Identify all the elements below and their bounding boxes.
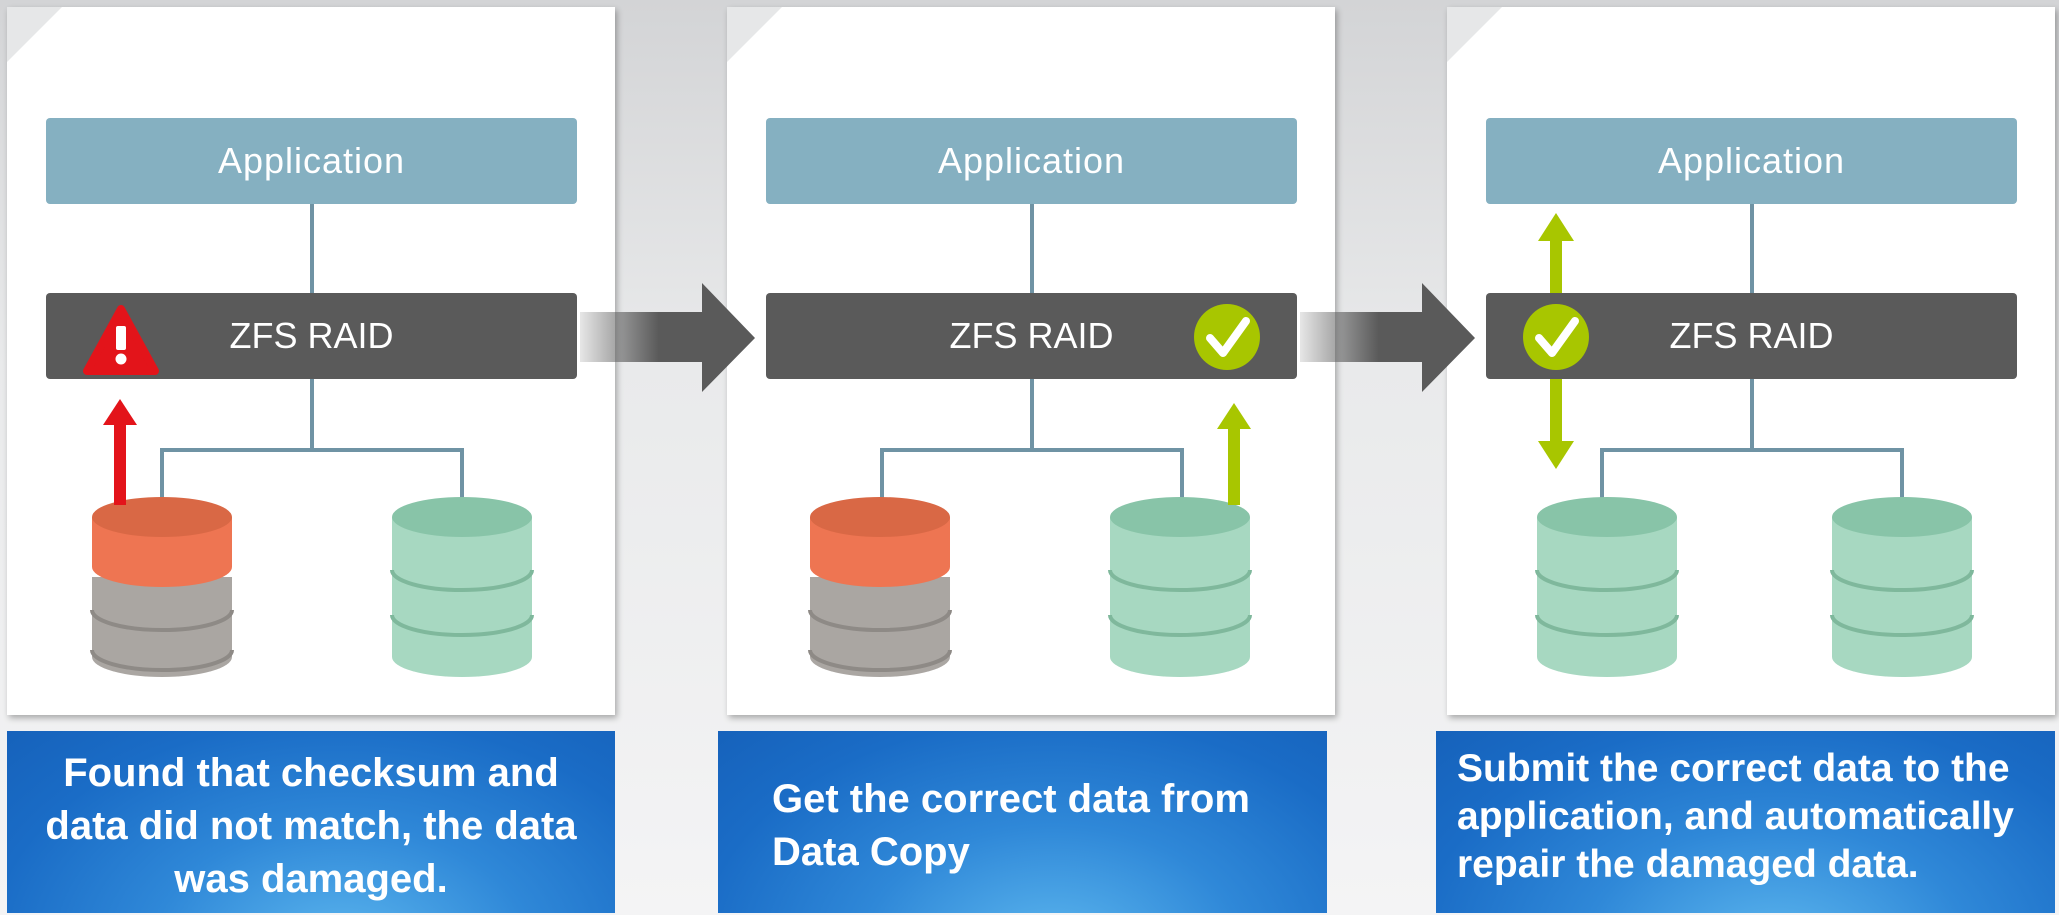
arrow-right-icon [580,283,755,392]
ok-up-arrow-icon [1217,403,1251,505]
damaged-disk-icon [808,497,952,677]
arrow-right-icon [1300,283,1475,392]
page-fold [727,7,782,62]
panel-3-diagram [1535,204,1974,677]
caption-text: Get the correct data from Data Copy [772,777,1250,874]
healthy-disk-icon [1830,497,1974,677]
zfs-raid-box: ZFS RAID [766,293,1297,379]
healthy-disk-icon [390,497,534,677]
step-panel-1: Application ZFS RAID [7,7,615,715]
error-up-arrow-icon [103,399,137,505]
step-panel-3: Application ZFS RAID [1447,7,2055,715]
step-panel-2: Application ZFS RAID [727,7,1335,715]
connector-lines [160,204,464,502]
application-box: Application [46,118,577,204]
application-box: Application [1486,118,2017,204]
step-1-caption: Found that checksum and data did not mat… [7,731,615,913]
damaged-disk-icon [90,497,234,677]
connector-lines [880,204,1184,502]
step-3-caption: Submit the correct data to the applicati… [1436,731,2055,913]
repaired-disk-icon [1535,497,1679,677]
zfs-raid-box: ZFS RAID [1486,293,2017,379]
page-fold [1447,7,1502,62]
panel-2-diagram [808,204,1252,677]
step-2-caption: Get the correct data from Data Copy [718,731,1327,913]
application-box: Application [766,118,1297,204]
page-fold [7,7,62,62]
healthy-disk-icon [1108,497,1252,677]
zfs-raid-box: ZFS RAID [46,293,577,379]
caption-text: Found that checksum and data did not mat… [45,751,577,901]
caption-text: Submit the correct data to the applicati… [1457,747,2014,886]
connector-lines [1600,204,1904,502]
